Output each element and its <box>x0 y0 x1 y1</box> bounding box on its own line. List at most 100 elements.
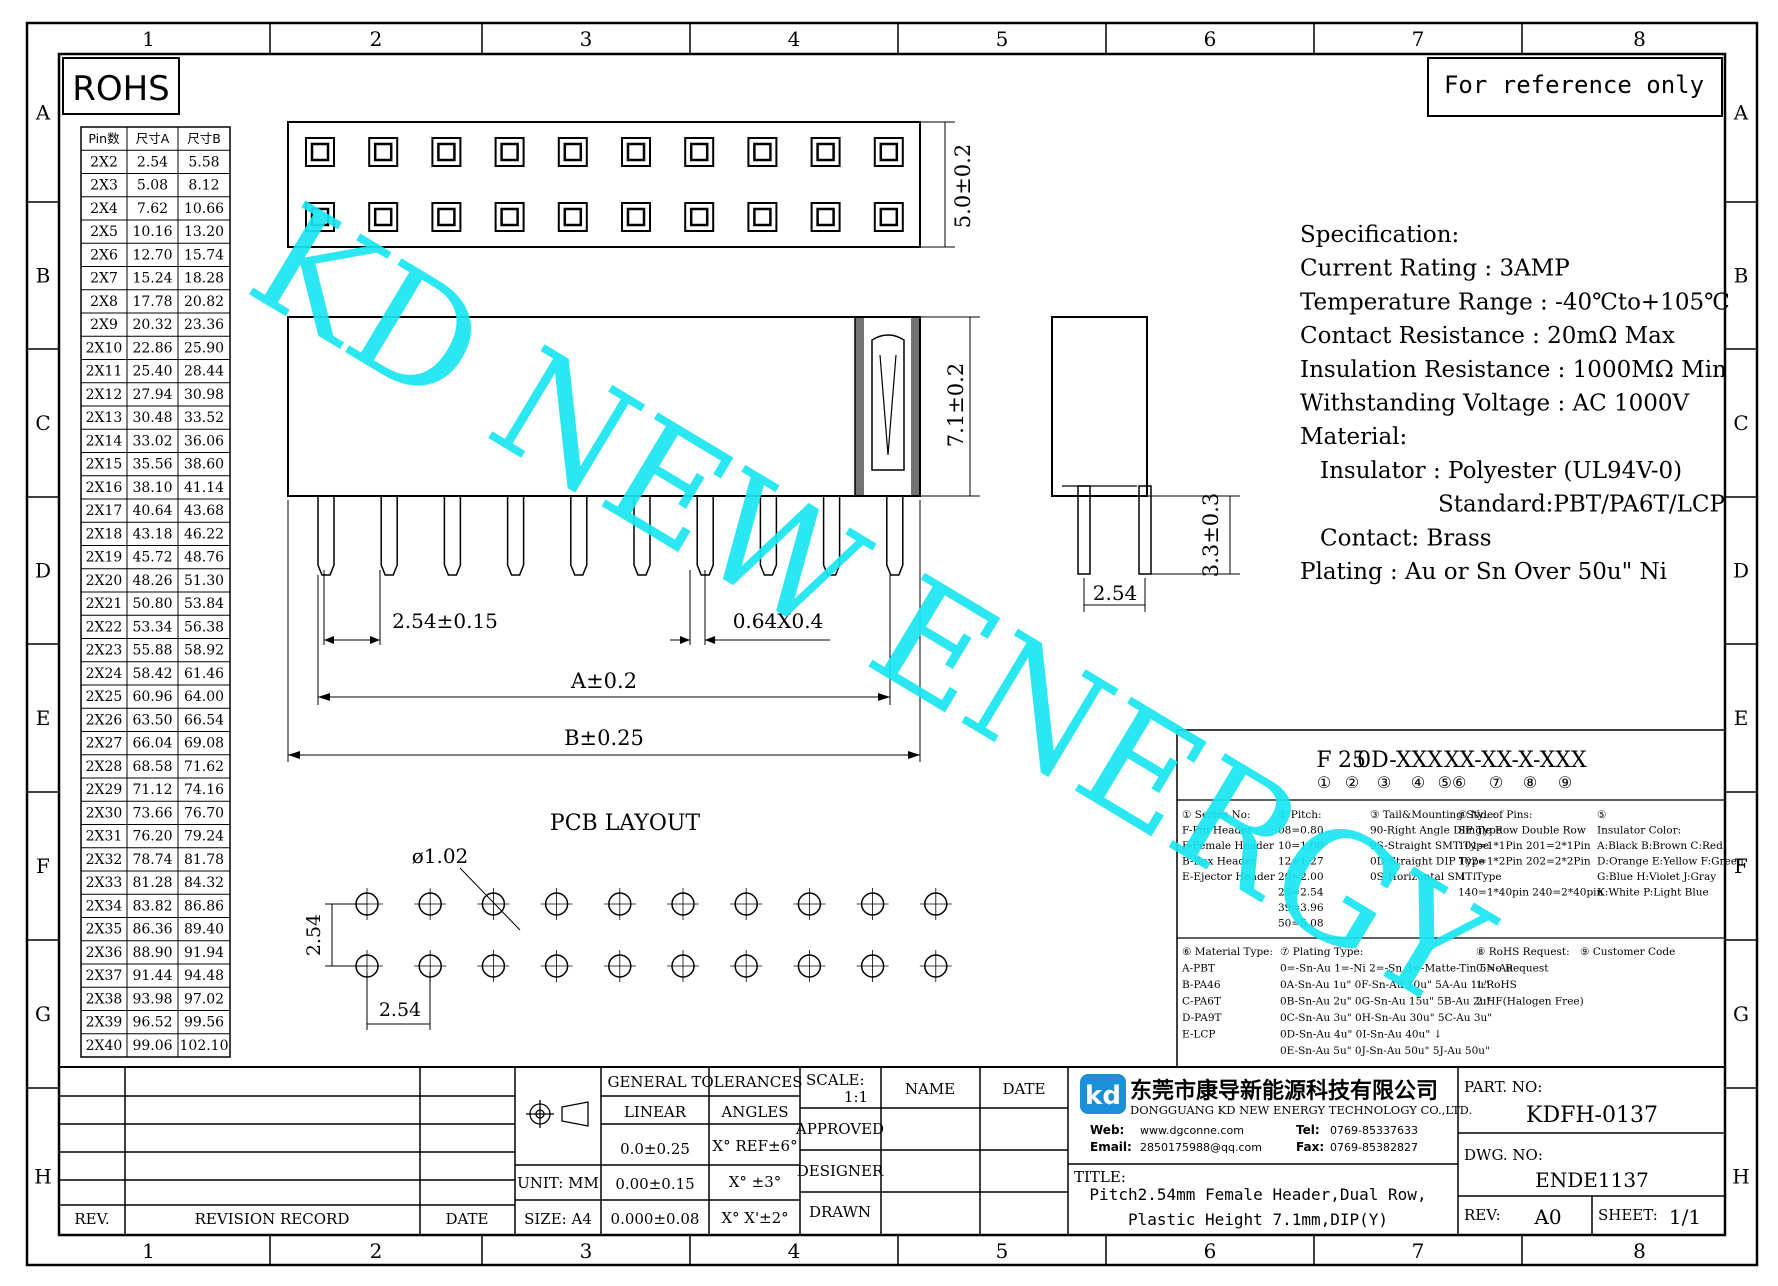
contact-square <box>810 202 841 232</box>
table-cell: 96.52 <box>132 1015 172 1031</box>
table-cell: 27.94 <box>132 387 172 403</box>
table-cell: 79.24 <box>184 829 224 845</box>
table-cell: 2X29 <box>86 782 123 798</box>
grid-row-right: G <box>1733 1002 1749 1026</box>
grid-col-bottom: 6 <box>1204 1239 1217 1263</box>
legend-line: ⑨ Customer Code <box>1580 946 1675 958</box>
fax-label: Fax: <box>1296 1140 1324 1154</box>
dwg-no-value: ENDE1137 <box>1535 1168 1649 1192</box>
legend-line: 0D-Straight DIP Type <box>1370 856 1485 868</box>
table-cell: 99.56 <box>184 1015 224 1031</box>
table-cell: 61.46 <box>184 666 224 682</box>
table-cell: 2X28 <box>86 759 123 775</box>
tol-linear-1: 0.0±0.25 <box>620 1140 690 1158</box>
pin-size-dim: 0.64X0.4 <box>733 609 824 633</box>
spec-line: Contact: Brass <box>1320 525 1492 551</box>
legend-line: ↓ ↓ <box>1458 871 1479 883</box>
legend-line: 0D-Sn-Au 4u" 0I-Sn-Au 40u" ↓ <box>1280 1029 1442 1041</box>
contact-square <box>747 202 778 232</box>
table-cell: 86.86 <box>184 898 224 914</box>
table-cell: 81.78 <box>184 852 224 868</box>
grid-col-top: 2 <box>370 27 383 51</box>
legend-line: ⑦ Plating Type: <box>1280 946 1363 958</box>
table-cell: 76.20 <box>132 829 172 845</box>
table-cell: 102.10 <box>180 1038 229 1054</box>
legend-line: 0E-Sn-Au 5u" 0J-Sn-Au 50u" 5J-Au 50u" <box>1280 1045 1490 1057</box>
legend-line: E-Ejector Header <box>1182 871 1276 883</box>
table-header: Pin数 <box>88 131 120 146</box>
pin <box>822 496 841 576</box>
reference-note: For reference only <box>1444 71 1704 99</box>
table-cell: 2X12 <box>86 387 123 403</box>
pcb-layout-title: PCB LAYOUT <box>550 811 701 836</box>
table-cell: 48.76 <box>184 550 224 566</box>
legend-line: 0A-Sn-Au 1u" 0F-Sn-Au 10u" 5A-Au 1u" <box>1280 979 1489 991</box>
table-cell: 66.04 <box>132 736 172 752</box>
table-cell: 12.70 <box>132 247 172 263</box>
legend-line: 10=1.00 <box>1278 840 1324 852</box>
tel-value: 0769-85337633 <box>1330 1124 1418 1137</box>
table-cell: 66.54 <box>184 712 224 728</box>
table-cell: 7.62 <box>137 201 168 217</box>
table-cell: 2X2 <box>90 154 118 170</box>
legend-line: F-Pin Header <box>1182 825 1253 837</box>
table-cell: 33.02 <box>132 433 172 449</box>
part-code-segment: X-XX-X-XXX <box>1459 748 1587 773</box>
contact-square <box>368 137 399 167</box>
legend-line: 2:HF(Halogen Free) <box>1476 996 1584 1008</box>
table-cell: 2X16 <box>86 480 123 496</box>
table-cell: 15.74 <box>184 247 224 263</box>
grid-row-left: H <box>34 1165 51 1189</box>
table-cell: 22.86 <box>132 340 172 356</box>
table-cell: 13.20 <box>184 224 224 240</box>
table-cell: 20.32 <box>132 317 172 333</box>
grid-row-left: D <box>35 559 51 583</box>
pin <box>506 496 525 576</box>
table-cell: 89.40 <box>184 922 224 938</box>
company-name-cn: 东莞市康导新能源科技有限公司 <box>1130 1078 1438 1104</box>
table-cell: 81.28 <box>132 875 172 891</box>
part-code-marker: ⑦ <box>1489 773 1503 792</box>
side-view-body <box>1051 316 1148 497</box>
legend-line: ④ No. of Pins: <box>1458 809 1532 821</box>
table-cell: 69.08 <box>184 736 224 752</box>
table-cell: 58.42 <box>132 666 172 682</box>
part-code-marker: ③ <box>1377 773 1391 792</box>
legend-line: 50=5.08 <box>1278 918 1324 930</box>
general-tolerances: GENERAL TOLERANCES <box>607 1073 802 1091</box>
legend-line: 12=1.27 <box>1278 856 1324 868</box>
tol-angle-3: X° X'±2° <box>721 1209 788 1227</box>
approved-label: APPROVED <box>795 1120 884 1138</box>
scale-label: SCALE: <box>806 1071 865 1089</box>
table-cell: 23.36 <box>184 317 224 333</box>
table-cell: 2X15 <box>86 457 123 473</box>
grid-col-bottom: 3 <box>580 1239 593 1263</box>
legend-line: B-Box Header <box>1182 856 1257 868</box>
web-value: www.dgconne.com <box>1140 1124 1244 1137</box>
title-line-2: Plastic Height 7.1mm,DIP(Y) <box>1128 1210 1388 1229</box>
legend-line: ⑥ Material Type: <box>1182 946 1273 958</box>
table-cell: 93.98 <box>132 991 172 1007</box>
revision-record-header: REVISION RECORD <box>195 1210 350 1228</box>
table-cell: 2X14 <box>86 433 123 449</box>
table-cell: 63.50 <box>132 712 172 728</box>
contact-square <box>684 137 715 167</box>
table-cell: 2X21 <box>86 596 123 612</box>
title-line-1: Pitch2.54mm Female Header,Dual Row, <box>1089 1185 1426 1204</box>
legend-line: Insulator Color: <box>1597 825 1681 837</box>
dim-a: A±0.2 <box>570 669 637 693</box>
legend-line: G:Blue H:Violet J:Gray <box>1597 871 1716 883</box>
contact-square <box>305 137 335 167</box>
legend-line: 101=1*1Pin 201=2*1Pin <box>1458 840 1591 852</box>
table-cell: 48.26 <box>132 573 172 589</box>
tol-angle-2: X° ±3° <box>729 1173 782 1191</box>
table-cell: 99.06 <box>132 1038 172 1054</box>
table-cell: 71.12 <box>132 782 172 798</box>
side-view: 3.3±0.3 2.54 <box>1051 316 1240 612</box>
top-height-dim: 5.0±0.2 <box>951 144 975 228</box>
grid-row-left: A <box>35 101 51 125</box>
legend-line: 102=1*2Pin 202=2*2Pin <box>1458 856 1591 868</box>
legend-line: 08=0.80 <box>1278 825 1324 837</box>
table-cell: 2X10 <box>86 340 123 356</box>
company-logo: kd <box>1080 1074 1126 1114</box>
